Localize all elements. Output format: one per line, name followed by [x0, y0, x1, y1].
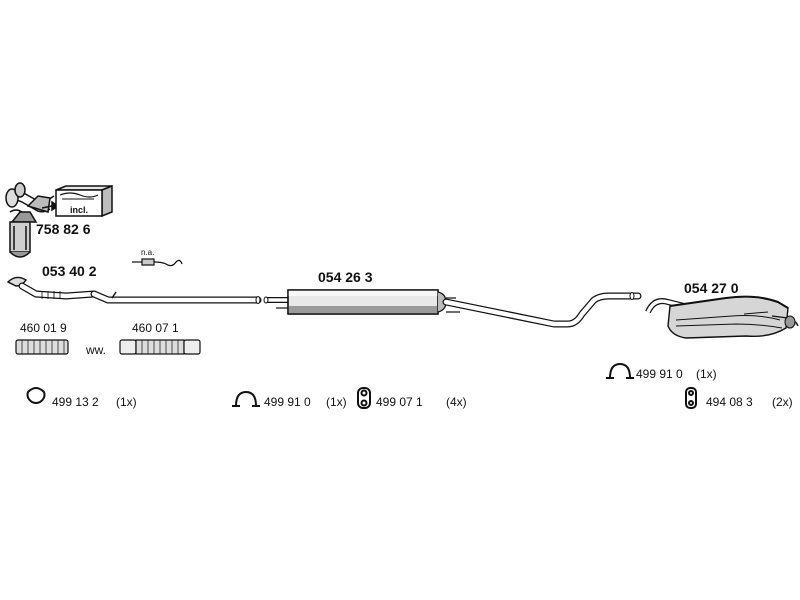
clamp-icon: [606, 362, 634, 379]
flex-pipe-b-part-number: 460 07 1: [132, 321, 179, 335]
sensor-na-label: n.a.: [141, 248, 154, 257]
accessory-part-number: 499 07 1: [376, 395, 423, 409]
included-box-label: incl.: [70, 205, 88, 215]
accessory-part-number: 499 13 2: [52, 395, 99, 409]
front-pipe-drawing: [6, 276, 262, 304]
included-parts-box: [55, 184, 113, 218]
rubber-mount-icon: [357, 387, 371, 409]
intermediate-pipe-drawing: [442, 292, 642, 328]
middle-silencer-drawing: [263, 289, 460, 315]
rear-silencer-part-number: 054 27 0: [684, 280, 739, 296]
flex-pipe-a-drawing: [15, 339, 69, 355]
hanger-icon: [685, 387, 697, 409]
accessory-part-number: 499 91 0: [636, 367, 683, 381]
accessory-qty: (1x): [696, 367, 717, 381]
front-pipe-part-number: 053 40 2: [42, 263, 97, 279]
flex-pipe-a-part-number: 460 01 9: [20, 321, 67, 335]
accessory-qty: (1x): [116, 395, 137, 409]
clamp-icon: [232, 390, 260, 407]
flex-pipe-b-drawing: [119, 339, 201, 355]
catalytic-converter-drawing: [5, 182, 60, 258]
gasket-ring-icon: [26, 387, 46, 404]
middle-silencer-part-number: 054 26 3: [318, 269, 373, 285]
accessory-part-number: 494 08 3: [706, 395, 753, 409]
catalytic-converter-part-number: 758 82 6: [36, 221, 91, 237]
accessory-qty: (4x): [446, 395, 467, 409]
oxygen-sensor-drawing: [132, 258, 183, 267]
alternative-ww-label: ww.: [85, 343, 106, 357]
accessory-qty: (2x): [772, 395, 793, 409]
accessory-part-number: 499 91 0: [264, 395, 311, 409]
accessory-qty: (1x): [326, 395, 347, 409]
rear-silencer-drawing: [645, 295, 799, 339]
